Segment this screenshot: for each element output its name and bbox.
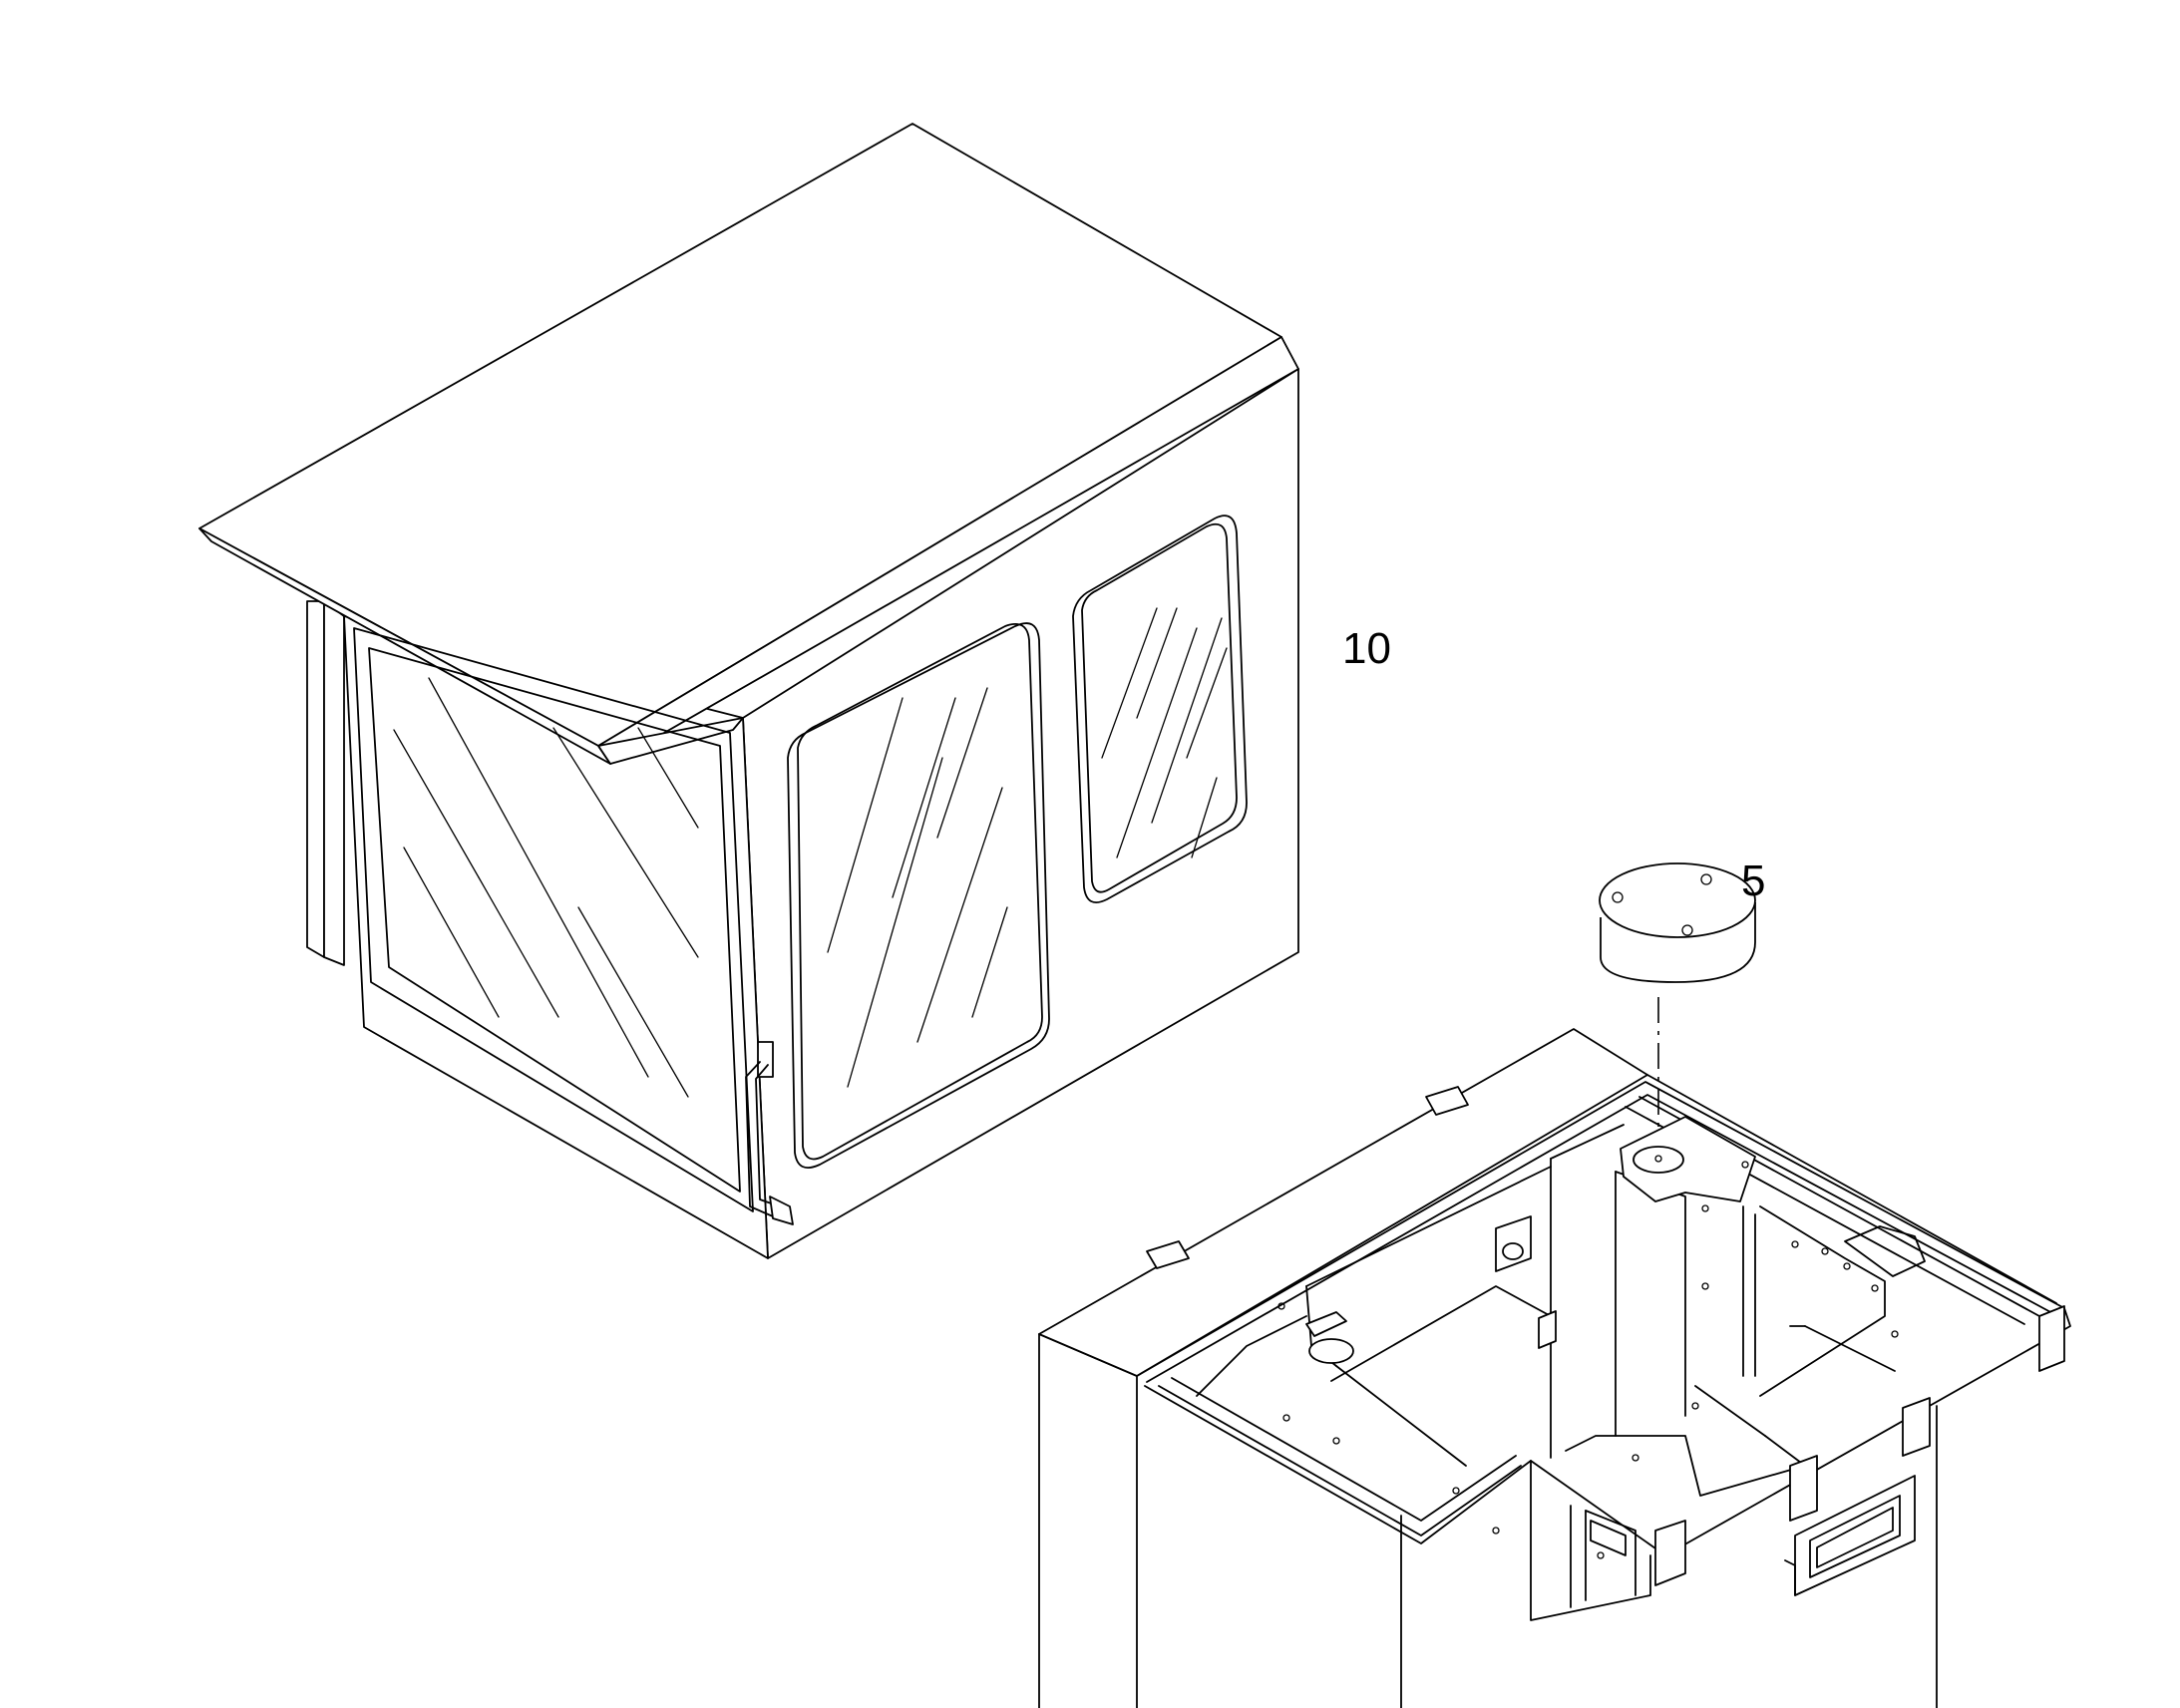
window-glare-lines-right: [1101, 607, 1228, 858]
callout-label-cab: 10: [1342, 624, 1391, 673]
callout-label-cap: 5: [1741, 856, 1765, 905]
mounting-plates: [1654, 1305, 2065, 1586]
cylindrical-cap: [1599, 862, 1756, 983]
base-frame: [1038, 1028, 2071, 1708]
door-glare-lines: [393, 677, 699, 1098]
cab-assembly: [198, 123, 1299, 1259]
door-handle: [745, 1041, 794, 1225]
rim-clips: [1146, 1086, 1469, 1269]
window-glare-lines-middle: [827, 687, 1008, 1088]
fastener-holes: [1277, 1161, 1899, 1559]
